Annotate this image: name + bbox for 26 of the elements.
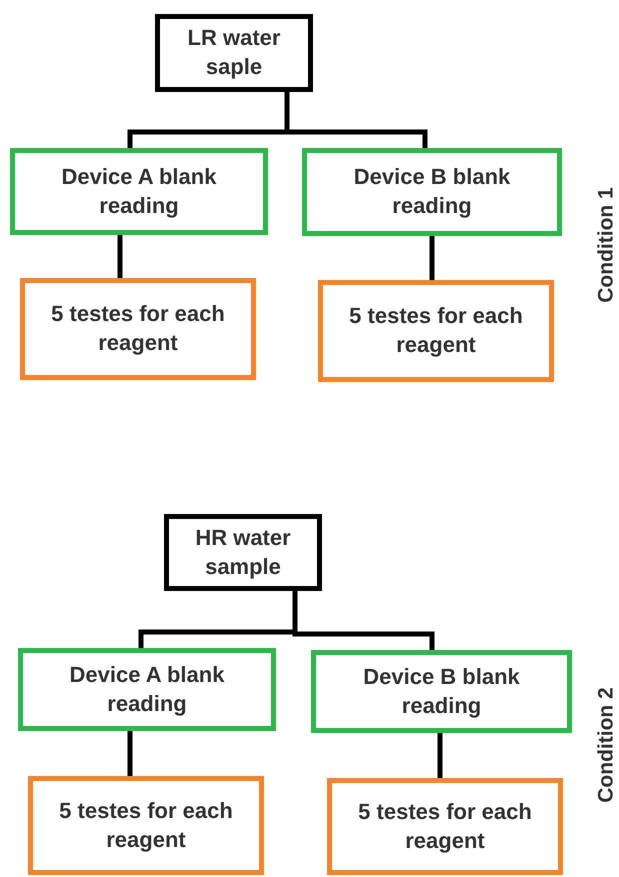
connector-line — [430, 236, 434, 280]
test-box — [28, 776, 264, 875]
node-text: LR water saple — [186, 24, 282, 81]
device-box — [18, 648, 276, 731]
test-box — [20, 278, 256, 380]
device-box — [311, 650, 572, 733]
device-box — [10, 148, 268, 235]
node-text: Device A blank reading — [60, 162, 218, 220]
condition-label: Condition 2 — [594, 687, 618, 803]
connector-line — [438, 733, 442, 778]
condition-label: Condition 1 — [594, 187, 618, 303]
node-text: Device B blank reading — [362, 662, 521, 720]
sample-box — [164, 514, 322, 591]
test-box — [318, 280, 554, 382]
node-text: 5 testes for each reagent — [357, 798, 533, 855]
connector-line — [128, 731, 132, 776]
sample-box — [155, 14, 313, 92]
test-box — [327, 778, 563, 875]
node-text: Device A blank reading — [68, 660, 226, 718]
connector-line — [118, 235, 122, 278]
node-text: 5 testes for each reagent — [58, 796, 234, 854]
node-text: HR water sample — [194, 524, 292, 581]
node-text: 5 testes for each reagent — [50, 300, 226, 357]
device-box — [302, 148, 562, 236]
node-text: 5 testes for each reagent — [348, 302, 524, 359]
node-text: Device B blank reading — [352, 163, 512, 220]
